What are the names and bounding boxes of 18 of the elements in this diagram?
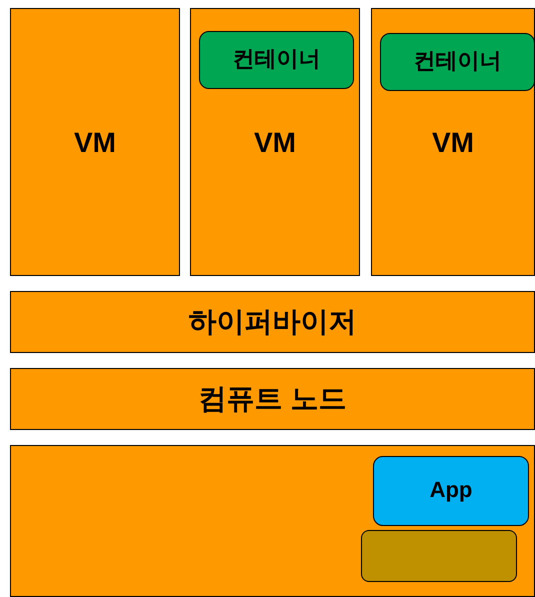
box-label: VM	[73, 127, 117, 159]
box-label: 컨테이너	[412, 48, 502, 74]
box-label: VM	[253, 127, 297, 159]
layer-box	[10, 291, 535, 353]
layer-box	[10, 445, 535, 597]
layer-box	[10, 368, 535, 430]
box-label: 컴퓨트 노드	[198, 383, 348, 415]
box-label: App	[428, 477, 474, 503]
app-box	[373, 456, 529, 526]
vm-box	[10, 8, 180, 276]
box-label: VM	[431, 127, 475, 159]
box-label: 컨테이너	[232, 46, 322, 72]
vm-box	[190, 8, 360, 276]
app-box	[361, 530, 517, 582]
box-label: 하이퍼바이저	[188, 306, 358, 338]
container-box	[199, 31, 354, 89]
container-box	[380, 33, 535, 91]
vm-box	[371, 8, 535, 276]
